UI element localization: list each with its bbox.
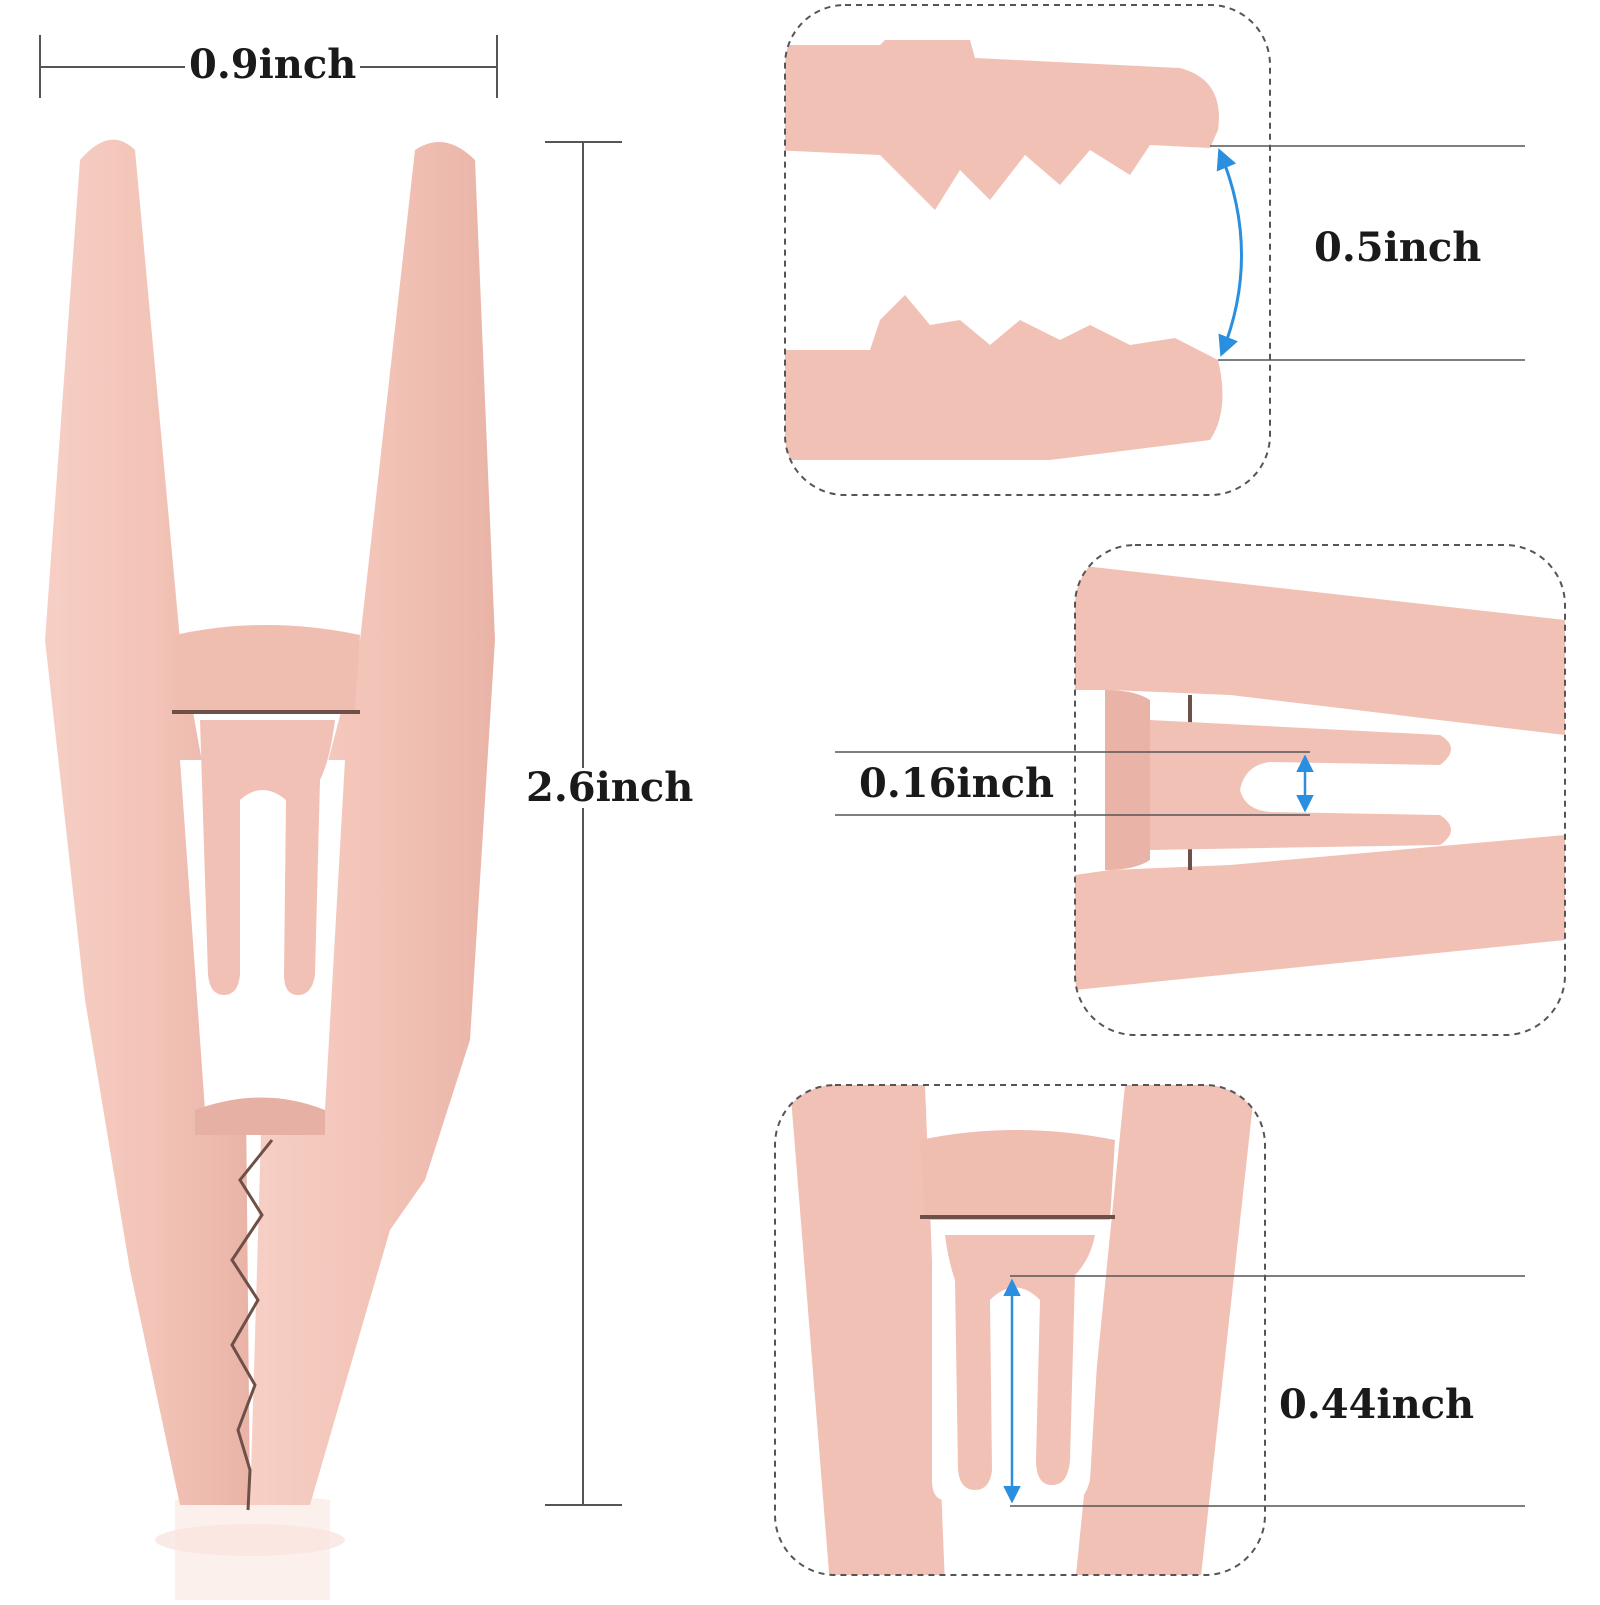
front-arm-right — [1075, 1085, 1255, 1575]
clip-left-arm — [45, 139, 250, 1505]
height-dimension — [545, 141, 622, 1506]
prong-gap-detail-panel — [835, 544, 1566, 1036]
front-window-left — [932, 1265, 960, 1500]
jaw-opening-label: 0.5inch — [1314, 224, 1482, 271]
prong-gap-panel-border — [1074, 544, 1566, 1036]
side-arm-lower — [1075, 835, 1565, 990]
prong-gap-label: 0.16inch — [855, 764, 1059, 804]
front-window-right — [1075, 1265, 1103, 1500]
clip-spring-bridge — [175, 625, 360, 710]
main-clip-illustration — [45, 139, 495, 1600]
clip-right-arm — [250, 142, 495, 1505]
jaw-upper — [785, 40, 1219, 210]
jaw-opening-arrow — [1216, 148, 1243, 357]
front-spring-bridge — [920, 1130, 1115, 1220]
jaw-lower — [785, 295, 1223, 460]
clip-inner-prongs — [200, 720, 335, 995]
prong-length-label: 0.44inch — [1279, 1381, 1475, 1428]
jaw-detail-panel — [784, 4, 1525, 496]
front-arm-left — [790, 1085, 945, 1575]
clip-teeth-seam — [230, 1139, 274, 1511]
clip-reflection-body — [175, 1495, 330, 1600]
jaw-panel-border — [784, 4, 1271, 496]
front-prongs — [945, 1235, 1095, 1490]
height-label: 2.6inch — [522, 768, 698, 808]
side-prongs — [1150, 720, 1451, 850]
prong-length-panel-border — [774, 1084, 1266, 1576]
side-arm-upper — [1075, 565, 1565, 735]
clip-inner-floor — [195, 1097, 325, 1135]
prong-length-detail-panel — [774, 1084, 1525, 1576]
width-label: 0.9inch — [185, 45, 361, 85]
side-spring-head — [1105, 690, 1150, 870]
